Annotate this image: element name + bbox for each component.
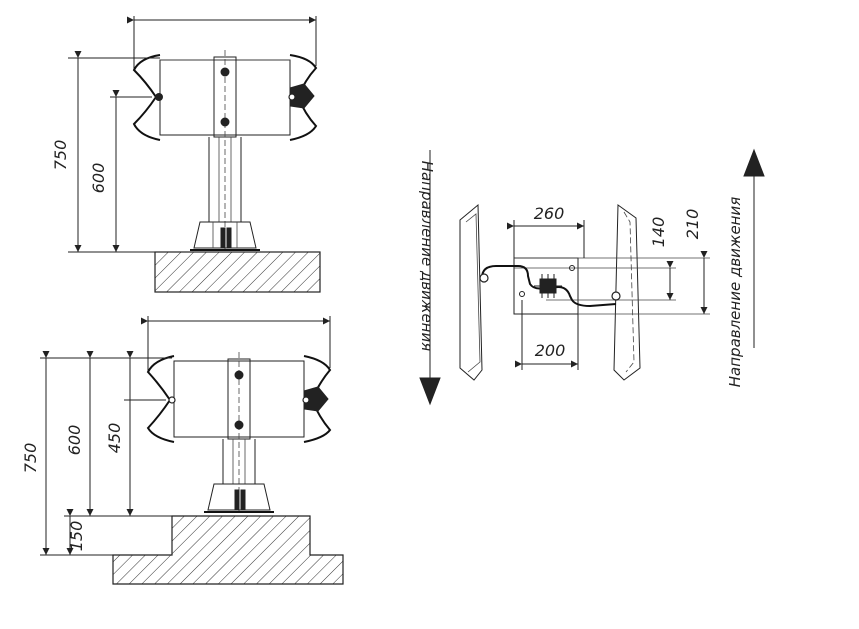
bottom-foundation — [112, 515, 344, 585]
plan-top-width-label: 260 — [534, 204, 565, 223]
direction-arrow-left: Направление движения — [418, 150, 441, 406]
bottom-curb-height-label: 150 — [67, 521, 86, 552]
left-beam-bolt — [155, 93, 163, 101]
top-overall-height-dimension: 750 — [51, 51, 160, 253]
plan-left-bracket — [481, 265, 545, 290]
bottom-right-reflector — [303, 386, 329, 412]
bottom-overall-height-dimension: 750 — [21, 351, 172, 556]
top-foundation — [154, 251, 321, 293]
bottom-elevation-view: 750 600 450 150 — [21, 316, 344, 585]
plan-view: 260 200 140 210 Направление движения — [418, 148, 765, 406]
plan-offset-small-dimension: 140 — [649, 217, 674, 300]
bottom-width-dimension — [141, 316, 331, 372]
top-width-dimension — [127, 16, 317, 70]
plan-top-width-dimension: 260 — [507, 204, 585, 258]
top-elevation-view: 750 600 — [51, 16, 321, 293]
bottom-overall-height-label: 750 — [21, 443, 40, 474]
plan-right-rail — [613, 204, 641, 381]
direction-caption-left: Направление движения — [418, 161, 436, 351]
post-base — [193, 221, 257, 249]
bottom-rail-height-label: 600 — [65, 425, 84, 456]
plan-offset-large-label: 210 — [683, 209, 702, 240]
direction-caption-right: Направление движения — [726, 197, 744, 387]
top-rail-height-label: 600 — [89, 163, 108, 194]
plan-bottom-width-label: 200 — [535, 341, 566, 360]
bottom-post-base — [207, 483, 271, 511]
plan-bottom-width-dimension: 200 — [515, 300, 579, 370]
plan-left-rail — [459, 203, 483, 381]
right-reflector — [289, 83, 315, 109]
direction-arrow-right: Направление движения — [726, 148, 765, 387]
bottom-rail-height-dimension: 600 — [65, 351, 94, 516]
bottom-mid-height-dimension: 450 — [105, 351, 166, 516]
plan-offset-small-label: 140 — [649, 217, 668, 248]
top-rail-height-dimension: 600 — [89, 90, 152, 252]
bottom-mid-height-label: 450 — [105, 423, 124, 454]
bottom-curb-height-dimension: 150 — [64, 509, 88, 556]
top-overall-height-label: 750 — [51, 140, 70, 171]
plan-offset-large-dimension: 210 — [683, 209, 708, 314]
plan-right-bracket — [551, 286, 617, 308]
